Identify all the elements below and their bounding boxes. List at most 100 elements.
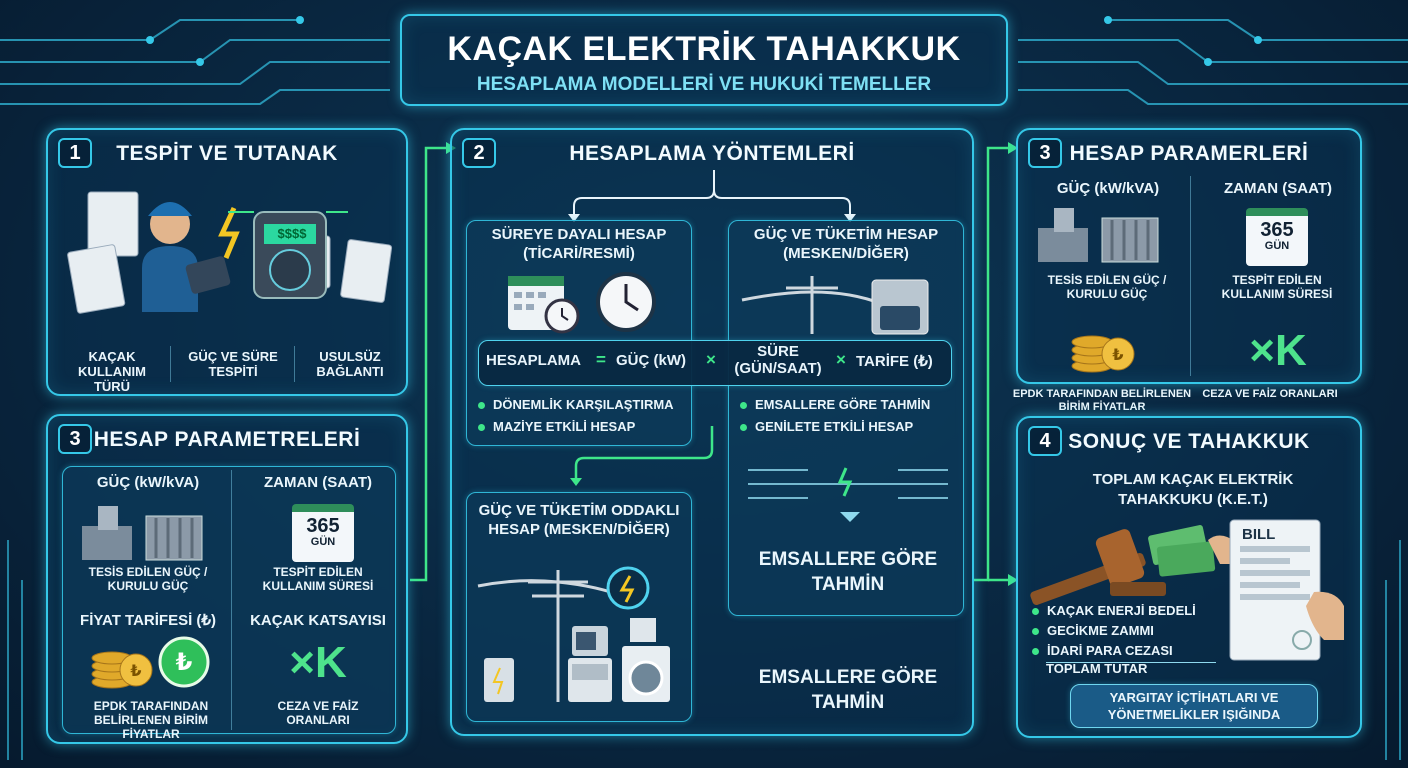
bullet-text: GECİKME ZAMMI (1047, 623, 1154, 638)
time-description: TESPİT EDİLEN KULLANIM SÜRESİ (262, 565, 374, 593)
panel-title: TESPİT VE TUTANAK (116, 142, 338, 165)
tariff-description: EPDK TARAFINDAN BELİRLENEN BİRİM FİYATLA… (93, 699, 209, 741)
step-number: 3 (1028, 138, 1062, 168)
bullet-text: GENİLETE ETKİLİ HESAP (755, 419, 914, 434)
bullet-text: DÖNEMLİK KARŞILAŞTIRMA (493, 397, 674, 412)
method-duration-box (466, 220, 692, 446)
bullet-retroactive: MAZİYE ETKİLİ HESAP (478, 416, 635, 438)
divider (294, 346, 295, 382)
formula-bar (478, 340, 952, 386)
formula-tariff: TARİFE (₺) (856, 353, 933, 370)
calendar-unit: GÜN (310, 536, 336, 548)
coefficient-description: CEZA VE FAİZ ORANLARI (1202, 388, 1338, 400)
bill-label: BILL (1242, 526, 1276, 543)
total-amount: TOPLAM TUTAR (1046, 661, 1148, 676)
bullet-energy-cost: KAÇAK ENERJİ BEDELİ (1032, 600, 1196, 622)
circuit-lines-bottom-right (1385, 540, 1401, 760)
bullet-dot (1032, 648, 1039, 656)
time-heading: ZAMAN (SAAT) (263, 474, 373, 491)
bullet-dot (478, 402, 485, 410)
bullet-precedent-estimate: EMSALLERE GÖRE TAHMİN (740, 394, 930, 416)
svg-text:₺: ₺ (130, 661, 141, 680)
calendar-icon: 365 GÜN (1246, 208, 1308, 266)
label-power-duration: GÜÇ VE SÜRE TESPİTİ (188, 349, 278, 379)
bullet-text: KAÇAK ENERJİ BEDELİ (1047, 603, 1196, 618)
panel-title: SONUÇ VE TAHAKKUK (1068, 430, 1310, 453)
calendar-clock-icon (508, 272, 656, 334)
formula-equals: = (596, 350, 606, 369)
power-description: TESİS EDİLEN GÜÇ / KURULU GÜÇ (88, 565, 208, 593)
calendar-number: 365 (1260, 219, 1294, 241)
total-heading: TOPLAM KAÇAK ELEKTRİK TAHAKKUKU (K.E.T.) (1092, 471, 1294, 508)
bullet-dot (1032, 608, 1039, 616)
bullet-dot (740, 424, 747, 432)
gavel-bill-icon (1030, 519, 1344, 661)
precedent-estimate-bottom: EMSALLERE GÖRE TAHMİN (758, 667, 938, 713)
coefficient-symbol: ×K (1249, 326, 1307, 375)
circuit-lines-right (1018, 16, 1408, 105)
svg-text:₺: ₺ (1112, 345, 1123, 364)
formula-power: GÜÇ (kW) (616, 352, 686, 369)
panel-title: HESAPLAMA YÖNTEMLERİ (569, 142, 855, 165)
bullet-late-fee: GECİKME ZAMMI (1032, 620, 1154, 642)
legal-banner-text: YARGITAY İÇTİHATLARI VE YÖNETMELİKLER IŞ… (1107, 690, 1281, 722)
formula-times-2: × (836, 350, 846, 369)
step-number: 4 (1028, 426, 1062, 456)
page-subtitle: HESAPLAMA MODELLERİ VE HUKUKİ TEMELLER (476, 74, 932, 95)
method-consumption-heading: GÜÇ VE TÜKETİM ODDAKLI HESAP (MESKEN/DİĞ… (478, 502, 680, 538)
panel-detection: 1 TESPİT VE TUTANAK $$$$ KAÇAK KULLANIM … (46, 128, 408, 396)
power-heading: GÜÇ (kW/kVA) (96, 474, 200, 491)
formula-label: HESAPLAMA (486, 352, 582, 369)
bullet-extended-effect: GENİLETE ETKİLİ HESAP (740, 416, 913, 438)
header-banner: KAÇAK ELEKTRİK TAHAKKUK HESAPLAMA MODELL… (400, 14, 1008, 106)
inspector-illustration (67, 191, 393, 314)
coefficient-description: CEZA VE FAİZ ORANLARI (277, 699, 359, 727)
down-branch-arrow (570, 426, 714, 486)
circuit-lines-left (0, 16, 390, 105)
label-illegal-use-type: KAÇAK KULLANIM TÜRÜ (78, 349, 146, 394)
divider (231, 470, 232, 730)
step-number: 2 (462, 138, 496, 168)
panel-title: HESAP PARAMERLERİ (1069, 142, 1309, 165)
step-number: 3 (58, 424, 92, 454)
coins-icon: ₺ ₺ (91, 636, 210, 689)
svg-text:₺: ₺ (176, 648, 193, 676)
coins-icon: ₺ (1071, 335, 1135, 373)
panel-title: HESAP PARAMETRELERİ (93, 428, 361, 451)
panel-params-left: 3 HESAP PARAMETRELERİ GÜÇ (kW/kVA) ZAMAN… (46, 414, 408, 744)
bullet-periodic-comparison: DÖNEMLİK KARŞILAŞTIRMA (478, 394, 674, 416)
calendar-number: 365 (306, 515, 340, 537)
tariff-heading: FİYAT TARİFESİ (₺) (80, 612, 216, 629)
power-pole-appliance-icon (741, 276, 929, 335)
divider (170, 346, 171, 382)
branch-arrows (568, 170, 856, 222)
label-irregular-connection: USULSÜZ BAĞLANTI (316, 349, 384, 379)
precedent-estimate-right: EMSALLERE GÖRE TAHMİN (758, 549, 938, 595)
panel-params-right: 3 HESAP PARAMERLERİ GÜÇ (kW/kVA) ZAMAN (… (1016, 128, 1362, 384)
bullet-text: MAZİYE ETKİLİ HESAP (493, 419, 636, 434)
bullet-text: EMSALLERE GÖRE TAHMİN (755, 397, 931, 412)
factory-machine-icon (82, 506, 203, 561)
bullet-text: İDARİ PARA CEZASI (1047, 643, 1173, 658)
page-title: KAÇAK ELEKTRİK TAHAKKUK (447, 30, 961, 68)
step-number: 1 (58, 138, 92, 168)
power-description: TESİS EDİLEN GÜÇ / KURULU GÜÇ (1047, 273, 1167, 301)
legal-banner (1070, 684, 1318, 728)
power-heading: GÜÇ (kW/kVA) (1056, 180, 1160, 197)
bullet-dot (740, 402, 747, 410)
method-duration-heading: SÜREYE DAYALI HESAP (TİCARİ/RESMİ) (491, 226, 667, 262)
time-description: TESPİT EDİLEN KULLANIM SÜRESİ (1221, 273, 1333, 301)
tariff-description: EPDK TARAFINDAN BELİRLENEN BİRİM FİYATLA… (1012, 388, 1192, 413)
bullet-admin-fine: İDARİ PARA CEZASI (1032, 640, 1173, 662)
method-power-heading: GÜÇ VE TÜKETİM HESAP (MESKEN/DİĞER) (753, 226, 939, 262)
formula-duration: SÜRE (GÜN/SAAT) (734, 343, 822, 377)
total-line (1046, 662, 1216, 663)
panel-calculation-methods: 2 HESAPLAMA YÖNTEMLERİ SÜREYE DAYALI HES… (450, 128, 974, 736)
meter-display-text: $$$$ (277, 226, 307, 241)
panel-result: 4 SONUÇ VE TAHAKKUK TOPLAM KAÇAK ELEKTRİ… (1016, 416, 1362, 738)
divider (1190, 176, 1191, 376)
circuit-lines-bottom-left (7, 540, 23, 760)
formula-times-1: × (706, 350, 716, 369)
household-appliances-icon (477, 566, 670, 702)
